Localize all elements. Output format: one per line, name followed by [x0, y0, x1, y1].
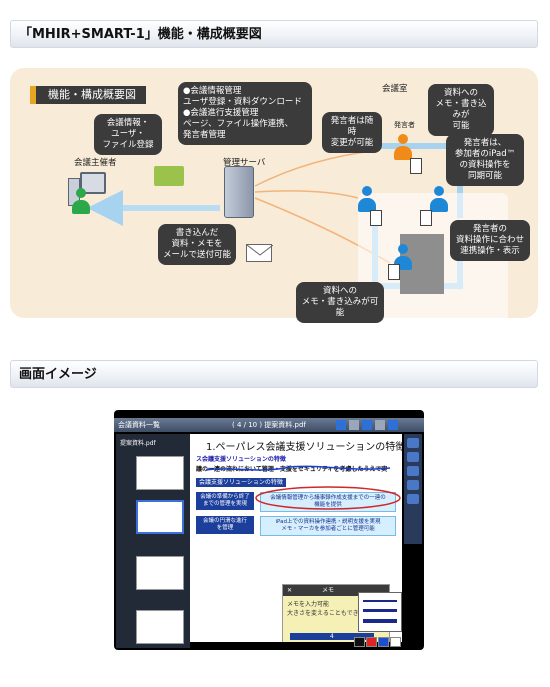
mail-envelope-icon	[246, 244, 274, 262]
document-list-button[interactable]: 会議資料一覧	[118, 421, 160, 429]
table-cell-4: iPad上での資料操作連携・説明支援を実現 メモ・マーカを参加者ごとに管理可能	[260, 516, 396, 536]
color-swatches[interactable]	[354, 632, 402, 647]
tablet-icon-top	[410, 158, 422, 174]
memo-top-bubble: 資料への メモ・書き込みが 可能	[428, 84, 494, 136]
presenter-switch-bubble: 発言者は随時 変更が可能	[322, 112, 382, 153]
color-black-swatch	[354, 637, 365, 647]
tablet-icon-bottom	[388, 264, 400, 280]
admin-functions-bubble: ●会議情報管理 ユーザ登録・資料ダウンロード ●会議進行支援管理 ページ、ファイ…	[178, 82, 312, 145]
tool-eye-icon	[407, 480, 419, 490]
linked-display-bubble: 発言者の 資料操作に合わせ 連携操作・表示	[450, 220, 530, 261]
ipad-screen-image: 会議資料一覧 ( 4 / 10 ) 提案資料.pdf 提案資料.pdf 1.ペー…	[114, 410, 424, 650]
tool-memo-icon	[407, 494, 419, 504]
tool-eraser-icon	[407, 466, 419, 476]
tool-pen-icon	[407, 438, 419, 448]
memo-close-icon[interactable]: ✕	[287, 587, 293, 594]
diagram-tab-label: 機能・構成概要図	[30, 86, 146, 104]
memo-text[interactable]: メモを入力可能 大きさを変えることもできます。	[287, 601, 376, 617]
thumbnail-panel: 提案資料.pdf	[116, 434, 190, 648]
toolbar-icons[interactable]	[336, 420, 416, 430]
organizer-bubble: 会議情報・ ユーザ・ ファイル登録	[94, 114, 162, 155]
organizer-pc-icon	[68, 172, 106, 206]
handwriting-marks	[205, 465, 401, 510]
memo-popup-bar: ✕ メモ	[283, 585, 389, 596]
thumbnail-page-3[interactable]	[136, 456, 184, 490]
management-server-icon	[224, 166, 254, 218]
memo-title: メモ	[321, 587, 334, 594]
thumbnail-page-6[interactable]	[136, 610, 184, 644]
page-number: 4	[290, 633, 374, 640]
organizer-label: 会議主催者	[74, 158, 117, 168]
server-to-room-line-2	[254, 190, 359, 199]
overview-section-title: 「MHIR+SMART-1」機能・構成概要図	[10, 20, 538, 48]
color-blue-swatch	[378, 637, 389, 647]
participant-left-person-icon	[358, 186, 376, 212]
overview-diagram: 機能・構成概要図 ●会議情報管理 ユーザ登録・資料ダウンロード ●会議進行支援管…	[10, 68, 538, 323]
tool-marker-icon	[407, 452, 419, 462]
meeting-room-label: 会議室	[382, 84, 408, 94]
tablet-icon-right	[420, 210, 432, 226]
page-line-1: ス会議支援ソリューションの特徴	[196, 456, 286, 463]
page-section-bar: 会議支援ソリューションの特徴	[196, 478, 286, 487]
presenter-label: 発言者	[394, 121, 415, 129]
pen-width-picker[interactable]	[358, 592, 402, 632]
mail-bubble: 書き込んだ 資料・メモを メールで送付可能	[158, 224, 236, 265]
viewer-title: ( 4 / 10 ) 提案資料.pdf	[232, 421, 306, 429]
page-title: 1.ペーパレス会議支援ソリューションの特徴	[206, 442, 402, 453]
side-toolbar[interactable]	[404, 434, 422, 544]
organizer-person-icon	[72, 188, 90, 214]
participant-right-person-icon	[430, 186, 448, 212]
ipad-sync-bubble: 発言者は、 参加者のiPad™ の資料操作を 同期可能	[446, 134, 524, 186]
thumbnail-page-4[interactable]	[136, 500, 184, 534]
server-to-room-line-1	[254, 149, 381, 187]
color-white-swatch	[390, 637, 401, 647]
thumbnail-page-5[interactable]	[136, 556, 184, 590]
presenter-person-icon	[394, 134, 412, 160]
thumbnail-header: 提案資料.pdf	[120, 440, 156, 447]
server-label: 管理サーバ	[223, 158, 266, 168]
page-line-2: 議の一連の流れにおいて管理・支援をセキュリティを考慮したうえで実	[196, 466, 388, 473]
tablet-icon-left	[370, 210, 382, 226]
file-cart-icon	[154, 166, 184, 186]
color-red-swatch	[366, 637, 377, 647]
table-cell-3: 会議の円滑な進行 を管理	[196, 516, 254, 534]
table-cell-1: 会議の準備から終了 までの管理を実現	[196, 492, 254, 510]
screen-section-title: 画面イメージ	[10, 360, 538, 388]
viewer-topbar: 会議資料一覧 ( 4 / 10 ) 提案資料.pdf	[114, 418, 424, 432]
memo-bottom-bubble: 資料への メモ・書き込みが可能	[296, 282, 384, 323]
